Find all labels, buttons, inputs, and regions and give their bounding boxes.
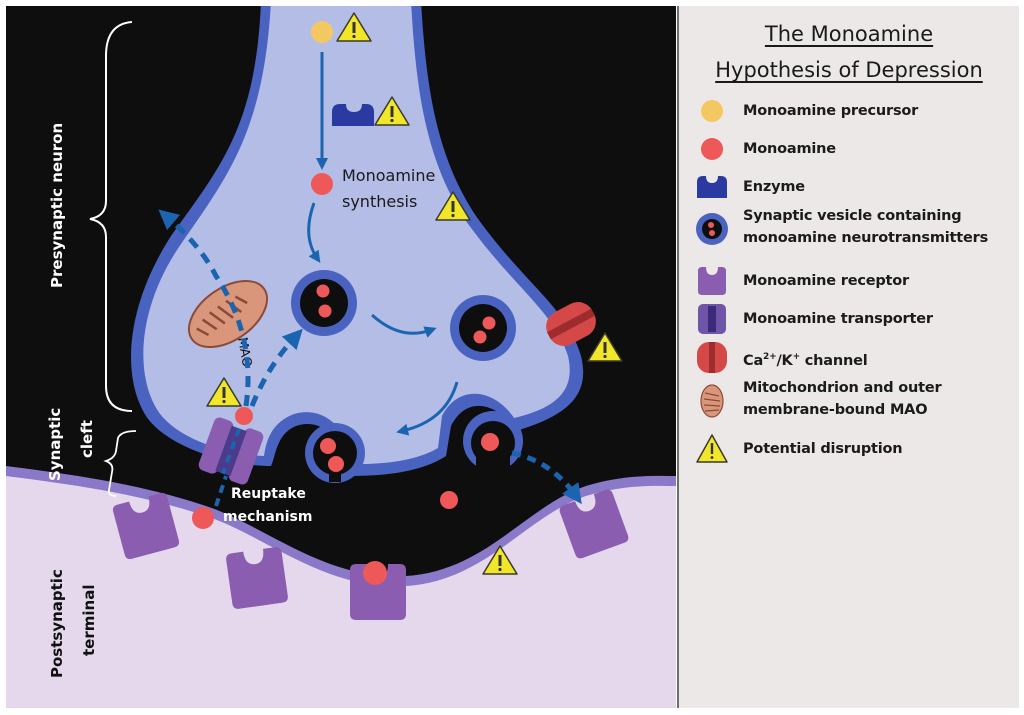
fusing-vesicle: [463, 411, 523, 471]
warning-icon: [587, 332, 623, 362]
presynaptic-neuron-label: Presynaptic neuron: [48, 122, 66, 288]
legend-label-line2: monoamine neurotransmitters: [743, 230, 988, 246]
monoamine-transporter: [198, 417, 264, 485]
monoamine-icon: [701, 138, 723, 160]
monoamine-receptor-icon: [698, 267, 726, 295]
monoamine: [311, 173, 333, 195]
legend-label: Monoamine transporter: [743, 311, 933, 327]
synaptic-cleft-bracket: [103, 430, 137, 497]
legend-item-monoamine-transporter: Monoamine transporter: [695, 302, 1015, 336]
legend-item-monoamine-precursor: Monoamine precursor: [695, 94, 1015, 128]
legend-label: Enzyme: [743, 179, 805, 195]
legend-label-line2: membrane-bound MAO: [743, 402, 928, 418]
synthesis-label-line2: synthesis: [342, 192, 418, 211]
legend-item-mitochondrion: Mitochondrion and outer membrane-bound M…: [695, 378, 1015, 424]
monoamine-precursor-icon: [701, 100, 723, 122]
synapse-diagram: MAO: [6, 6, 676, 708]
presynaptic-bracket: [89, 21, 133, 412]
enzyme-icon: [697, 176, 727, 198]
monoamine: [440, 491, 458, 509]
monoamine-transporter-icon: [698, 304, 726, 334]
legend-label: Monoamine: [743, 141, 836, 157]
reuptake-label-line1: Reuptake: [231, 486, 306, 502]
legend-title-line1: The Monoamine: [764, 22, 934, 46]
bound-monoamine: [363, 561, 387, 585]
synaptic-vesicle-icon: [696, 213, 728, 245]
monoamine: [192, 507, 214, 529]
synapse-illustration: MAO: [6, 6, 676, 708]
legend-item-synaptic-vesicle: Synaptic vesicle containing monoamine ne…: [695, 206, 1015, 252]
monoamine-precursor: [311, 21, 333, 43]
enzyme: [332, 104, 374, 126]
docked-vesicle: [305, 423, 365, 483]
reuptake-label-line2: mechanism: [223, 509, 313, 525]
legend-item-potential-disruption: Potential disruption: [695, 432, 1015, 466]
legend-label: Monoamine receptor: [743, 273, 909, 289]
legend-panel: The Monoamine Hypothesis of Depression M…: [677, 6, 1019, 708]
synaptic-cleft-label-line1: Synaptic: [46, 407, 64, 481]
legend-label-line1: Mitochondrion and outer: [743, 380, 942, 396]
legend-item-enzyme: Enzyme: [695, 170, 1015, 204]
vesicle-reload-arrow: [249, 328, 303, 407]
legend-label: Monoamine precursor: [743, 103, 919, 119]
mitochondrion-icon: [700, 384, 724, 418]
warning-icon: [696, 434, 728, 463]
legend-item-monoamine-receptor: Monoamine receptor: [695, 264, 1015, 298]
mitochondrion: [187, 279, 269, 349]
legend-label-line1: Synaptic vesicle containing: [743, 208, 962, 224]
legend-title-line2: Hypothesis of Depression: [715, 58, 983, 82]
release-arrow: [511, 450, 582, 505]
ca-k-channel: [546, 302, 596, 346]
legend-item-monoamine: Monoamine: [695, 132, 1015, 166]
synaptic-cleft-label-line2: cleft: [78, 420, 96, 458]
synthesis-label-line1: Monoamine: [342, 166, 436, 185]
postsynaptic-terminal-label-line2: terminal: [80, 584, 98, 656]
ca-k-channel-icon: [697, 342, 727, 373]
legend-label: Ca2+/K+ channel: [743, 352, 868, 369]
synaptic-vesicle: [450, 295, 516, 361]
monoamine-hypothesis-figure: MAO: [6, 6, 1019, 708]
synaptic-vesicle: [291, 270, 357, 336]
legend-item-ca-k-channel: Ca2+/K+ channel: [695, 340, 1015, 374]
legend-label: Potential disruption: [743, 441, 903, 457]
monoamine: [235, 407, 253, 425]
postsynaptic-terminal-label-line1: Postsynaptic: [48, 569, 66, 678]
